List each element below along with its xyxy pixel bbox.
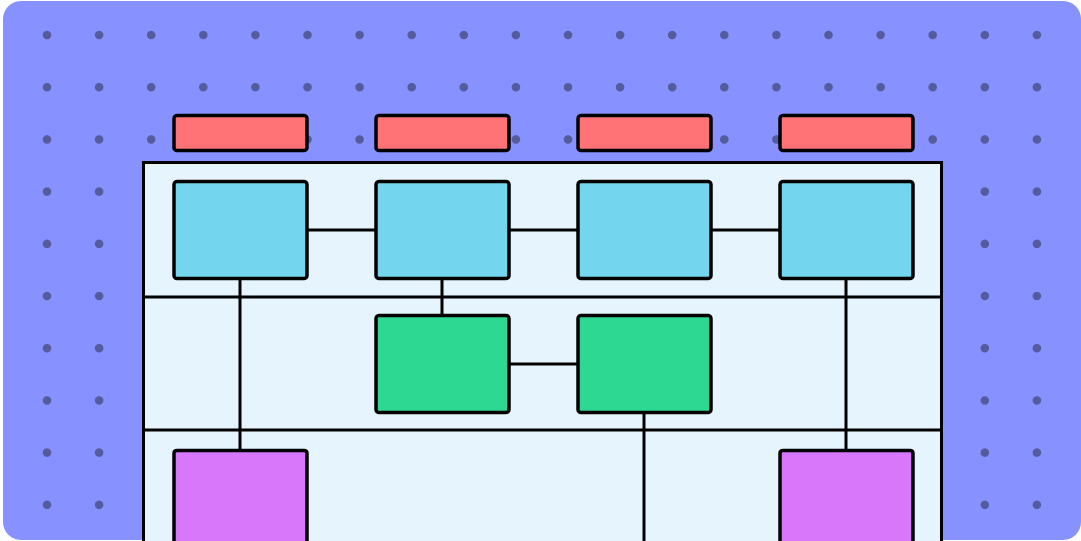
dot bbox=[511, 135, 521, 144]
dot bbox=[980, 82, 990, 92]
dot bbox=[94, 239, 104, 249]
dot bbox=[876, 82, 885, 92]
dot bbox=[1032, 239, 1042, 249]
dot bbox=[303, 30, 312, 40]
dot bbox=[667, 82, 677, 92]
dot bbox=[42, 343, 52, 353]
dot bbox=[928, 135, 937, 144]
dot bbox=[146, 82, 156, 92]
dot bbox=[1032, 291, 1042, 301]
dot bbox=[720, 82, 729, 92]
row3-block bbox=[778, 448, 915, 541]
row1-block bbox=[576, 179, 713, 281]
row2-block bbox=[374, 313, 511, 415]
dot bbox=[459, 82, 469, 92]
dot bbox=[355, 82, 364, 92]
dot bbox=[94, 291, 104, 301]
dot bbox=[980, 187, 990, 196]
dot bbox=[980, 396, 990, 405]
dot bbox=[563, 30, 573, 40]
dot bbox=[824, 30, 833, 40]
dot bbox=[94, 82, 104, 92]
dot bbox=[42, 82, 52, 92]
dot bbox=[1032, 30, 1042, 40]
dot bbox=[355, 30, 364, 40]
dot bbox=[199, 30, 208, 40]
dot bbox=[94, 187, 104, 196]
dot bbox=[1032, 396, 1042, 405]
dot bbox=[251, 82, 260, 92]
dot bbox=[563, 82, 573, 92]
dot bbox=[876, 30, 885, 40]
dot bbox=[615, 30, 625, 40]
row2-block bbox=[576, 313, 713, 415]
dot bbox=[928, 82, 937, 92]
dot bbox=[980, 343, 990, 353]
dot bbox=[980, 500, 990, 510]
dot bbox=[251, 30, 260, 40]
dot bbox=[42, 448, 52, 457]
header-block bbox=[778, 113, 915, 153]
row1-block bbox=[778, 179, 915, 281]
dot bbox=[511, 30, 521, 40]
dot bbox=[42, 187, 52, 196]
dot bbox=[980, 291, 990, 301]
dot bbox=[928, 30, 937, 40]
dot bbox=[94, 135, 104, 144]
dot bbox=[980, 239, 990, 249]
dot bbox=[94, 30, 104, 40]
dot bbox=[1032, 500, 1042, 510]
dot bbox=[1032, 187, 1042, 196]
dot bbox=[355, 135, 364, 144]
dot bbox=[563, 135, 573, 144]
dot bbox=[94, 448, 104, 457]
dot bbox=[772, 30, 781, 40]
dot bbox=[94, 396, 104, 405]
dot bbox=[42, 135, 52, 144]
dot bbox=[199, 82, 208, 92]
row1-block bbox=[374, 179, 511, 281]
row3-block bbox=[172, 448, 309, 541]
dot bbox=[146, 30, 156, 40]
dot bbox=[980, 30, 990, 40]
dot bbox=[720, 30, 729, 40]
dot bbox=[1032, 448, 1042, 457]
header-block bbox=[374, 113, 511, 153]
dot bbox=[772, 82, 781, 92]
dot bbox=[407, 82, 417, 92]
dot bbox=[720, 135, 729, 144]
row1-block bbox=[172, 179, 309, 281]
dot bbox=[303, 82, 312, 92]
dot bbox=[1032, 135, 1042, 144]
dot bbox=[42, 291, 52, 301]
dot bbox=[980, 448, 990, 457]
dot bbox=[615, 82, 625, 92]
dot bbox=[667, 30, 677, 40]
dot bbox=[1032, 82, 1042, 92]
dot bbox=[824, 82, 833, 92]
dot bbox=[407, 30, 417, 40]
dot bbox=[94, 500, 104, 510]
dot bbox=[42, 30, 52, 40]
dot bbox=[42, 239, 52, 249]
dot bbox=[42, 396, 52, 405]
header-block bbox=[172, 113, 309, 153]
dot bbox=[1032, 343, 1042, 353]
panel-border bbox=[142, 161, 943, 541]
dot bbox=[42, 500, 52, 510]
header-block bbox=[576, 113, 713, 153]
dot bbox=[511, 82, 521, 92]
dot bbox=[94, 343, 104, 353]
dot bbox=[459, 30, 469, 40]
dot bbox=[146, 135, 156, 144]
dot bbox=[980, 135, 990, 144]
